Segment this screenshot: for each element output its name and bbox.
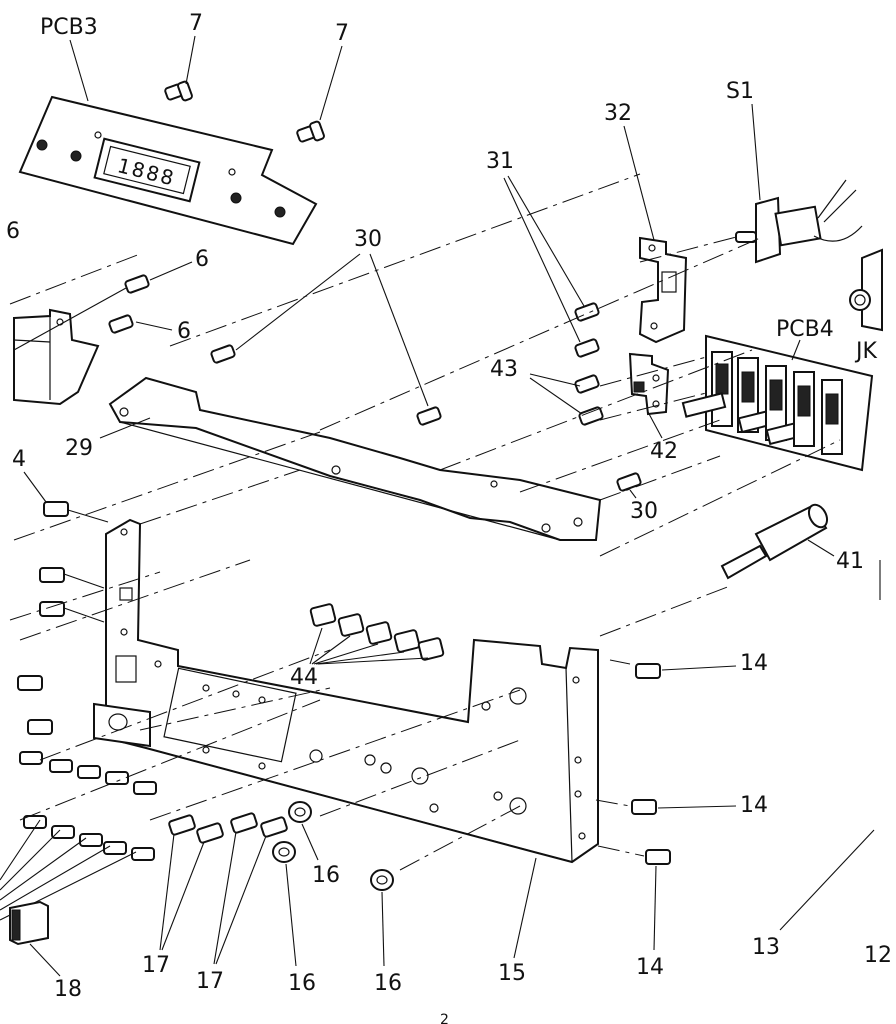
label-12: 12 — [864, 943, 892, 968]
label-16b: 16 — [288, 971, 316, 996]
screw-left-e — [19, 751, 43, 765]
screw-left-l — [79, 833, 103, 847]
part-18 — [9, 900, 49, 946]
nut-16b — [272, 841, 296, 863]
bracket-32 — [638, 236, 688, 344]
label-44: 44 — [290, 665, 318, 690]
screw-14b — [631, 799, 657, 815]
label-pcb3: PCB3 — [40, 15, 98, 40]
screw-left-c — [17, 675, 43, 691]
label-29: 29 — [65, 436, 93, 461]
label-16c: 16 — [374, 971, 402, 996]
label-43: 43 — [490, 357, 518, 382]
label-17a: 17 — [142, 953, 170, 978]
screw-left-h — [105, 771, 129, 785]
screw-14a — [635, 663, 661, 679]
pcb3-board: 1888 — [18, 95, 318, 246]
label-s1: S1 — [726, 79, 754, 104]
bracket-29 — [108, 376, 602, 541]
slider-5 — [821, 379, 843, 455]
screw-left-g — [77, 765, 101, 779]
screw-left-j — [23, 815, 47, 829]
screw-17c — [230, 812, 258, 834]
label-7a: 7 — [189, 11, 203, 36]
label-42: 42 — [650, 439, 678, 464]
label-6-top: 6 — [6, 219, 20, 244]
label-14c: 14 — [636, 955, 664, 980]
screw-4 — [43, 501, 69, 517]
screw-17d — [260, 816, 288, 838]
screw-31b — [574, 338, 600, 358]
screw-6a — [124, 274, 150, 294]
screw-17b — [196, 822, 224, 844]
screw-30c — [616, 472, 642, 492]
label-13: 13 — [752, 935, 780, 960]
screw-7a — [164, 80, 193, 102]
slider-4 — [793, 371, 815, 447]
slider-1 — [681, 351, 733, 427]
screw-left-n — [131, 847, 155, 861]
screw-31a — [574, 302, 600, 322]
label-pcb4: PCB4 — [776, 317, 834, 342]
label-31: 31 — [486, 149, 514, 174]
label-17b: 17 — [196, 969, 224, 994]
switch-s1 — [735, 179, 863, 264]
pcb4-board — [681, 334, 874, 472]
screw-30a — [210, 344, 236, 364]
label-18: 18 — [54, 977, 82, 1002]
left-bracket — [13, 308, 100, 406]
label-32: 32 — [604, 101, 632, 126]
screw-left-m — [103, 841, 127, 855]
shaft-41 — [720, 503, 829, 580]
jack-jk — [849, 248, 883, 332]
screw-17a — [168, 814, 196, 836]
label-7b: 7 — [335, 21, 349, 46]
footer-mark: 2 — [440, 1012, 449, 1024]
label-4: 4 — [12, 447, 26, 472]
label-15: 15 — [498, 961, 526, 986]
chassis-frame-15 — [93, 518, 599, 864]
slider-2 — [737, 357, 777, 434]
assembly-center-lines — [9, 173, 841, 871]
label-6b: 6 — [177, 319, 191, 344]
label-14a: 14 — [740, 651, 768, 676]
nut-16c — [370, 869, 394, 891]
screw-left-k — [51, 825, 75, 839]
label-30a: 30 — [354, 227, 382, 252]
screw-14c — [645, 849, 671, 865]
screw-43b — [578, 406, 604, 426]
label-30b: 30 — [630, 499, 658, 524]
label-41: 41 — [836, 549, 864, 574]
screw-43a — [574, 374, 600, 394]
label-jk: JK — [854, 339, 877, 364]
screw-left-f — [49, 759, 73, 773]
screw-left-d — [27, 719, 53, 735]
label-14b: 14 — [740, 793, 768, 818]
label-6a: 6 — [195, 247, 209, 272]
screw-left-b — [39, 601, 65, 617]
screw-left-a — [39, 567, 65, 583]
screw-left-i — [133, 781, 157, 795]
nut-16a — [288, 801, 312, 823]
knobs-44 — [309, 603, 445, 661]
screw-6b — [108, 314, 134, 334]
screw-30b — [416, 406, 442, 426]
screw-7b — [296, 120, 325, 143]
label-16a: 16 — [312, 863, 340, 888]
